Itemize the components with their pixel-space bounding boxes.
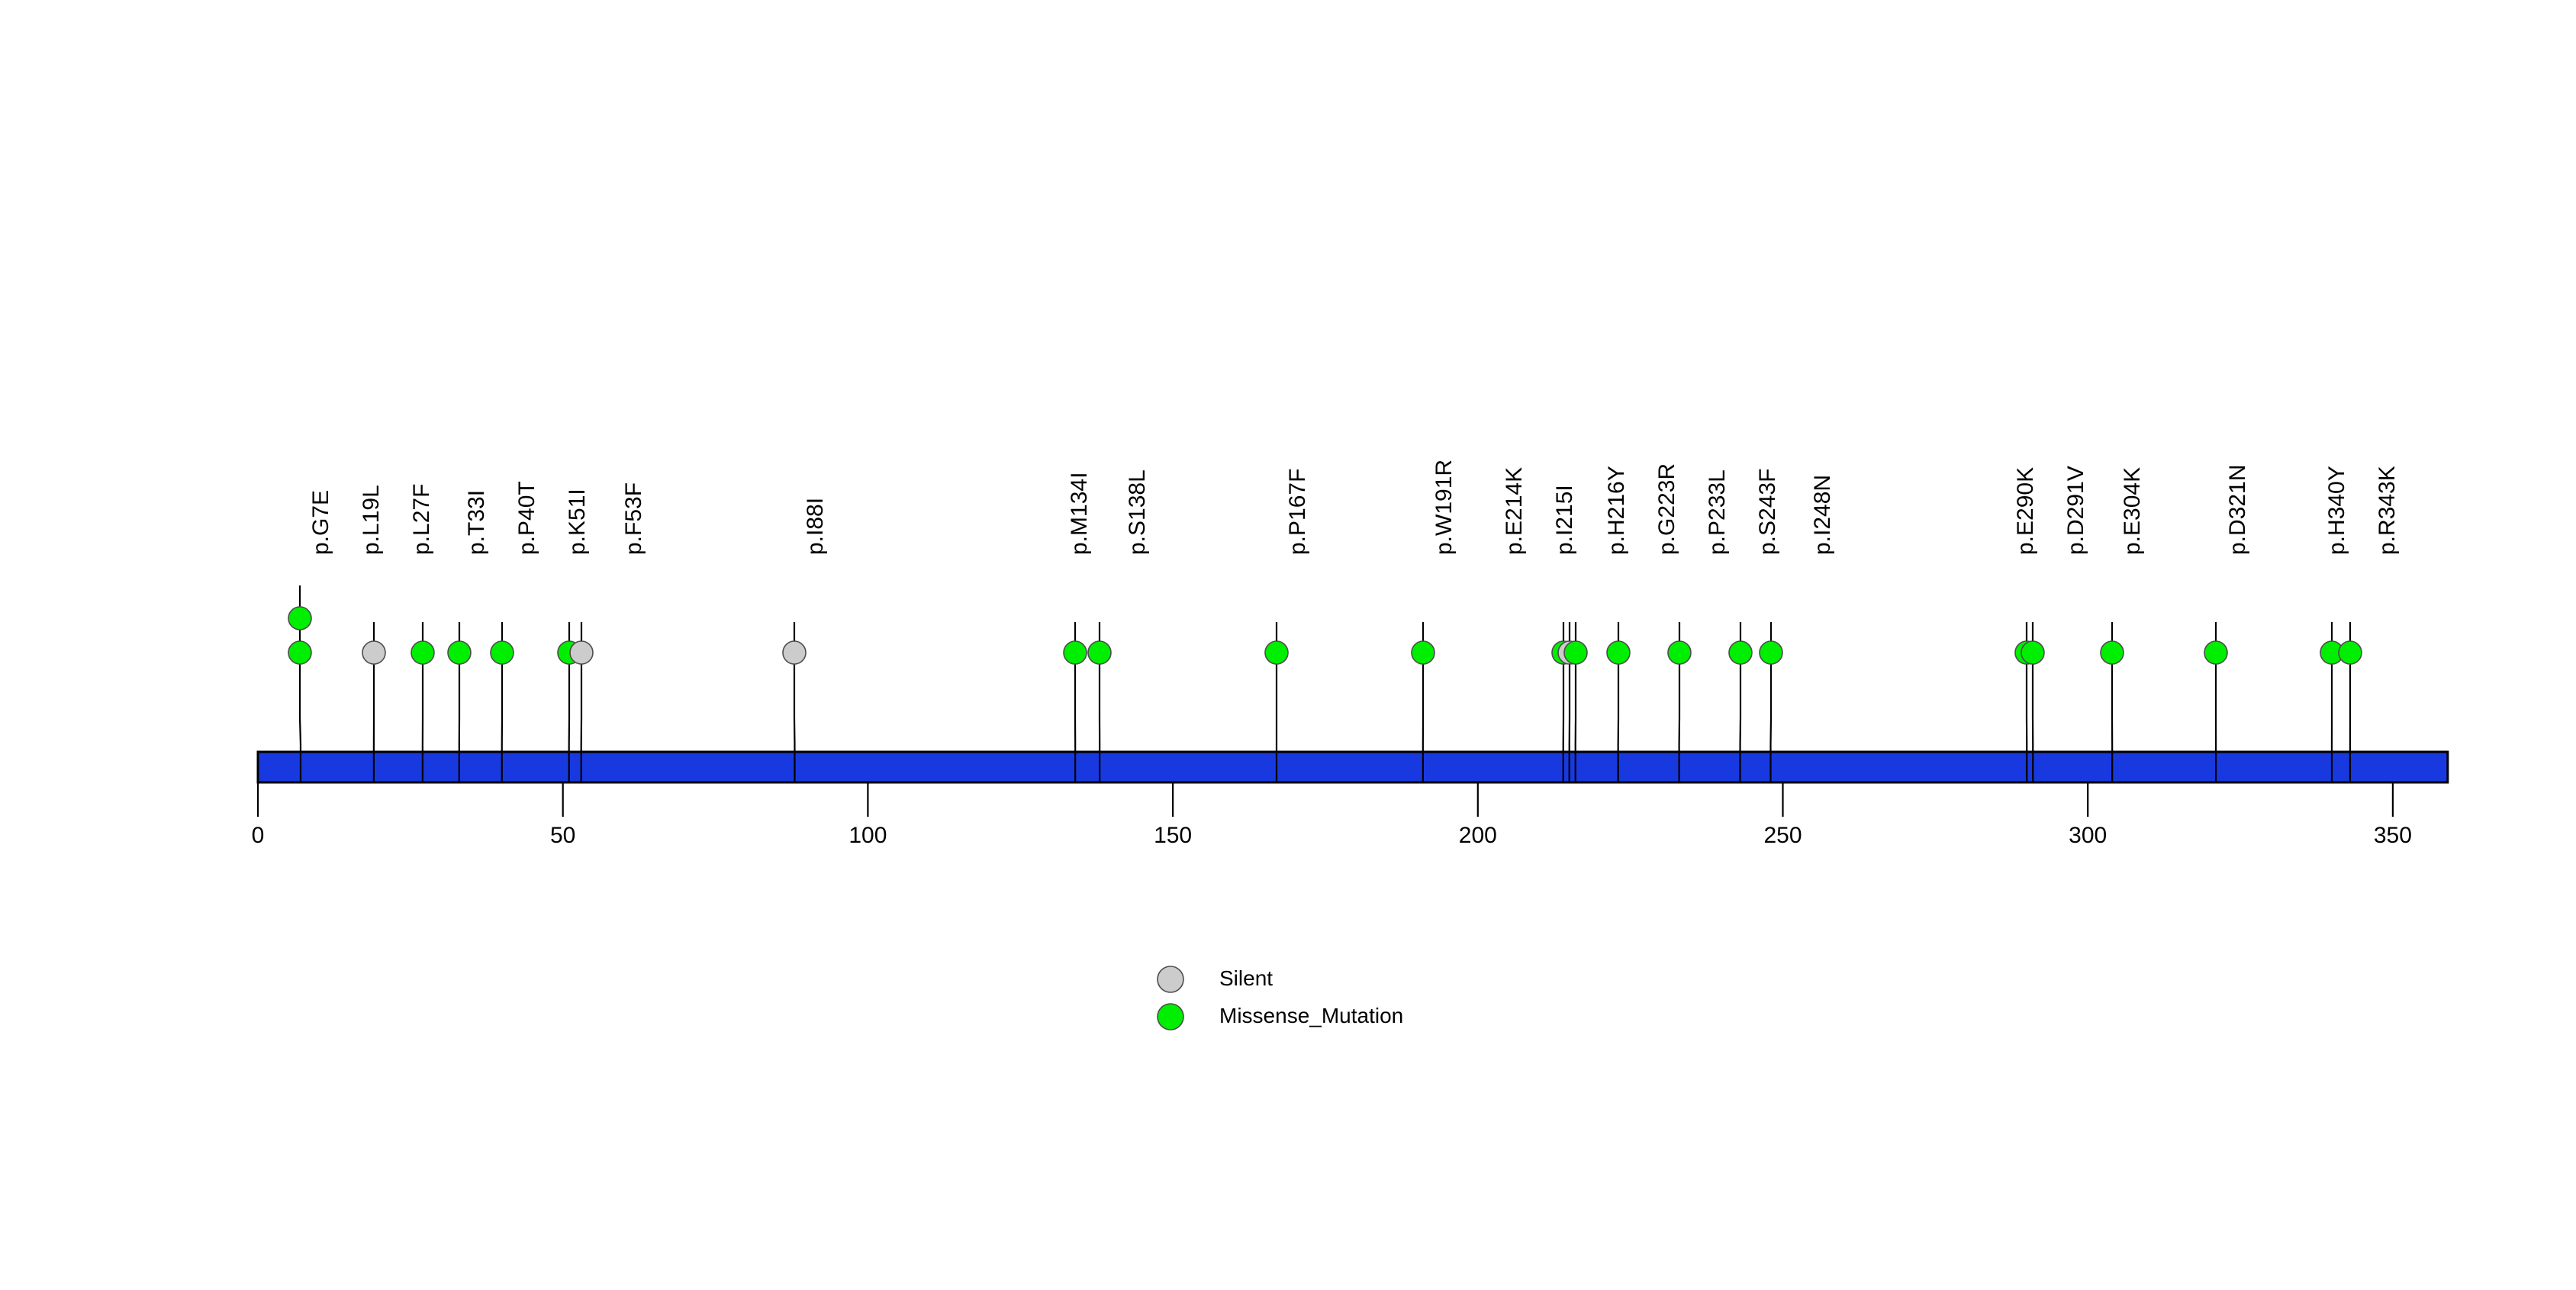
mutation-label: p.F53F — [621, 482, 646, 555]
mutation-marker-missense_mutation[interactable] — [1087, 640, 1112, 665]
mutation-marker-missense_mutation[interactable] — [1759, 640, 1783, 665]
axis-tick-label: 250 — [1763, 823, 1802, 848]
mutation-label: p.W191R — [1431, 459, 1457, 555]
mutation-marker-missense_mutation[interactable] — [2100, 640, 2124, 665]
mutation-label: p.D291V — [2063, 466, 2088, 555]
mutation-label: p.E304K — [2120, 466, 2145, 555]
mutation-label: p.R343K — [2375, 466, 2400, 555]
mutation-label: p.E290K — [2013, 466, 2038, 555]
mutation-label: p.S138L — [1125, 469, 1150, 555]
mutation-marker-silent[interactable] — [782, 640, 807, 665]
axis-tick-label: 50 — [550, 823, 576, 848]
mutation-label: p.D321N — [2225, 464, 2250, 555]
mutation-label: p.G7E — [308, 489, 333, 555]
protein-backbone-bar — [256, 750, 2449, 784]
axis-tick-label: 350 — [2373, 823, 2412, 848]
mutation-label: p.M134I — [1067, 472, 1092, 555]
mutation-marker-missense_mutation[interactable] — [1728, 640, 1753, 665]
mutation-label: p.L27F — [409, 483, 434, 555]
mutation-marker-silent[interactable] — [362, 640, 386, 665]
mutation-marker-missense_mutation[interactable] — [1606, 640, 1631, 665]
mutation-marker-missense_mutation[interactable] — [1411, 640, 1435, 665]
mutation-marker-silent[interactable] — [569, 640, 594, 665]
axis-tick-label: 150 — [1154, 823, 1193, 848]
mutation-label: p.I248N — [1810, 474, 1835, 555]
mutation-marker-missense_mutation[interactable] — [2021, 640, 2045, 665]
mutation-marker-missense_mutation[interactable] — [2204, 640, 2228, 665]
mutation-label: p.P233L — [1705, 469, 1730, 555]
mutation-marker-missense_mutation[interactable] — [1063, 640, 1087, 665]
mutation-label: p.S243F — [1755, 468, 1780, 555]
mutation-marker-missense_mutation[interactable] — [447, 640, 472, 665]
axis-tick-label: 300 — [2069, 823, 2107, 848]
mutation-marker-missense_mutation[interactable] — [1563, 640, 1588, 665]
mutation-marker-missense_mutation[interactable] — [288, 640, 312, 665]
mutation-marker-missense_mutation[interactable] — [1667, 640, 1692, 665]
axis-tick-label: 200 — [1458, 823, 1497, 848]
mutation-marker-missense_mutation[interactable] — [1264, 640, 1289, 665]
mutation-label: p.L19L — [359, 485, 384, 555]
mutation-label: p.E214K — [1502, 466, 1527, 555]
mutation-label: p.P167F — [1285, 468, 1310, 555]
mutation-marker-missense_mutation[interactable] — [490, 640, 514, 665]
mutation-label: p.K51I — [565, 489, 590, 555]
mutation-marker-missense_mutation[interactable] — [2338, 640, 2362, 665]
mutation-label: p.I215I — [1552, 485, 1577, 555]
legend-label: Missense_Mutation — [1219, 1004, 1404, 1027]
legend-swatch-missense_mutation[interactable] — [1157, 1003, 1184, 1030]
mutation-label: p.P40T — [514, 481, 539, 555]
mutation-label: p.T33I — [464, 489, 489, 555]
axis-tick-label: 100 — [848, 823, 887, 848]
mutation-label: p.G223R — [1654, 463, 1679, 555]
mutation-marker-missense_mutation[interactable] — [288, 606, 312, 630]
legend-swatch-silent[interactable] — [1157, 966, 1184, 993]
mutation-marker-missense_mutation[interactable] — [411, 640, 435, 665]
mutation-label: p.H216Y — [1604, 466, 1629, 555]
mutation-label: p.I88I — [803, 497, 828, 555]
axis-tick-label: 0 — [251, 823, 265, 848]
legend-label: Silent — [1219, 966, 1274, 990]
mutation-label: p.H340Y — [2324, 466, 2349, 555]
